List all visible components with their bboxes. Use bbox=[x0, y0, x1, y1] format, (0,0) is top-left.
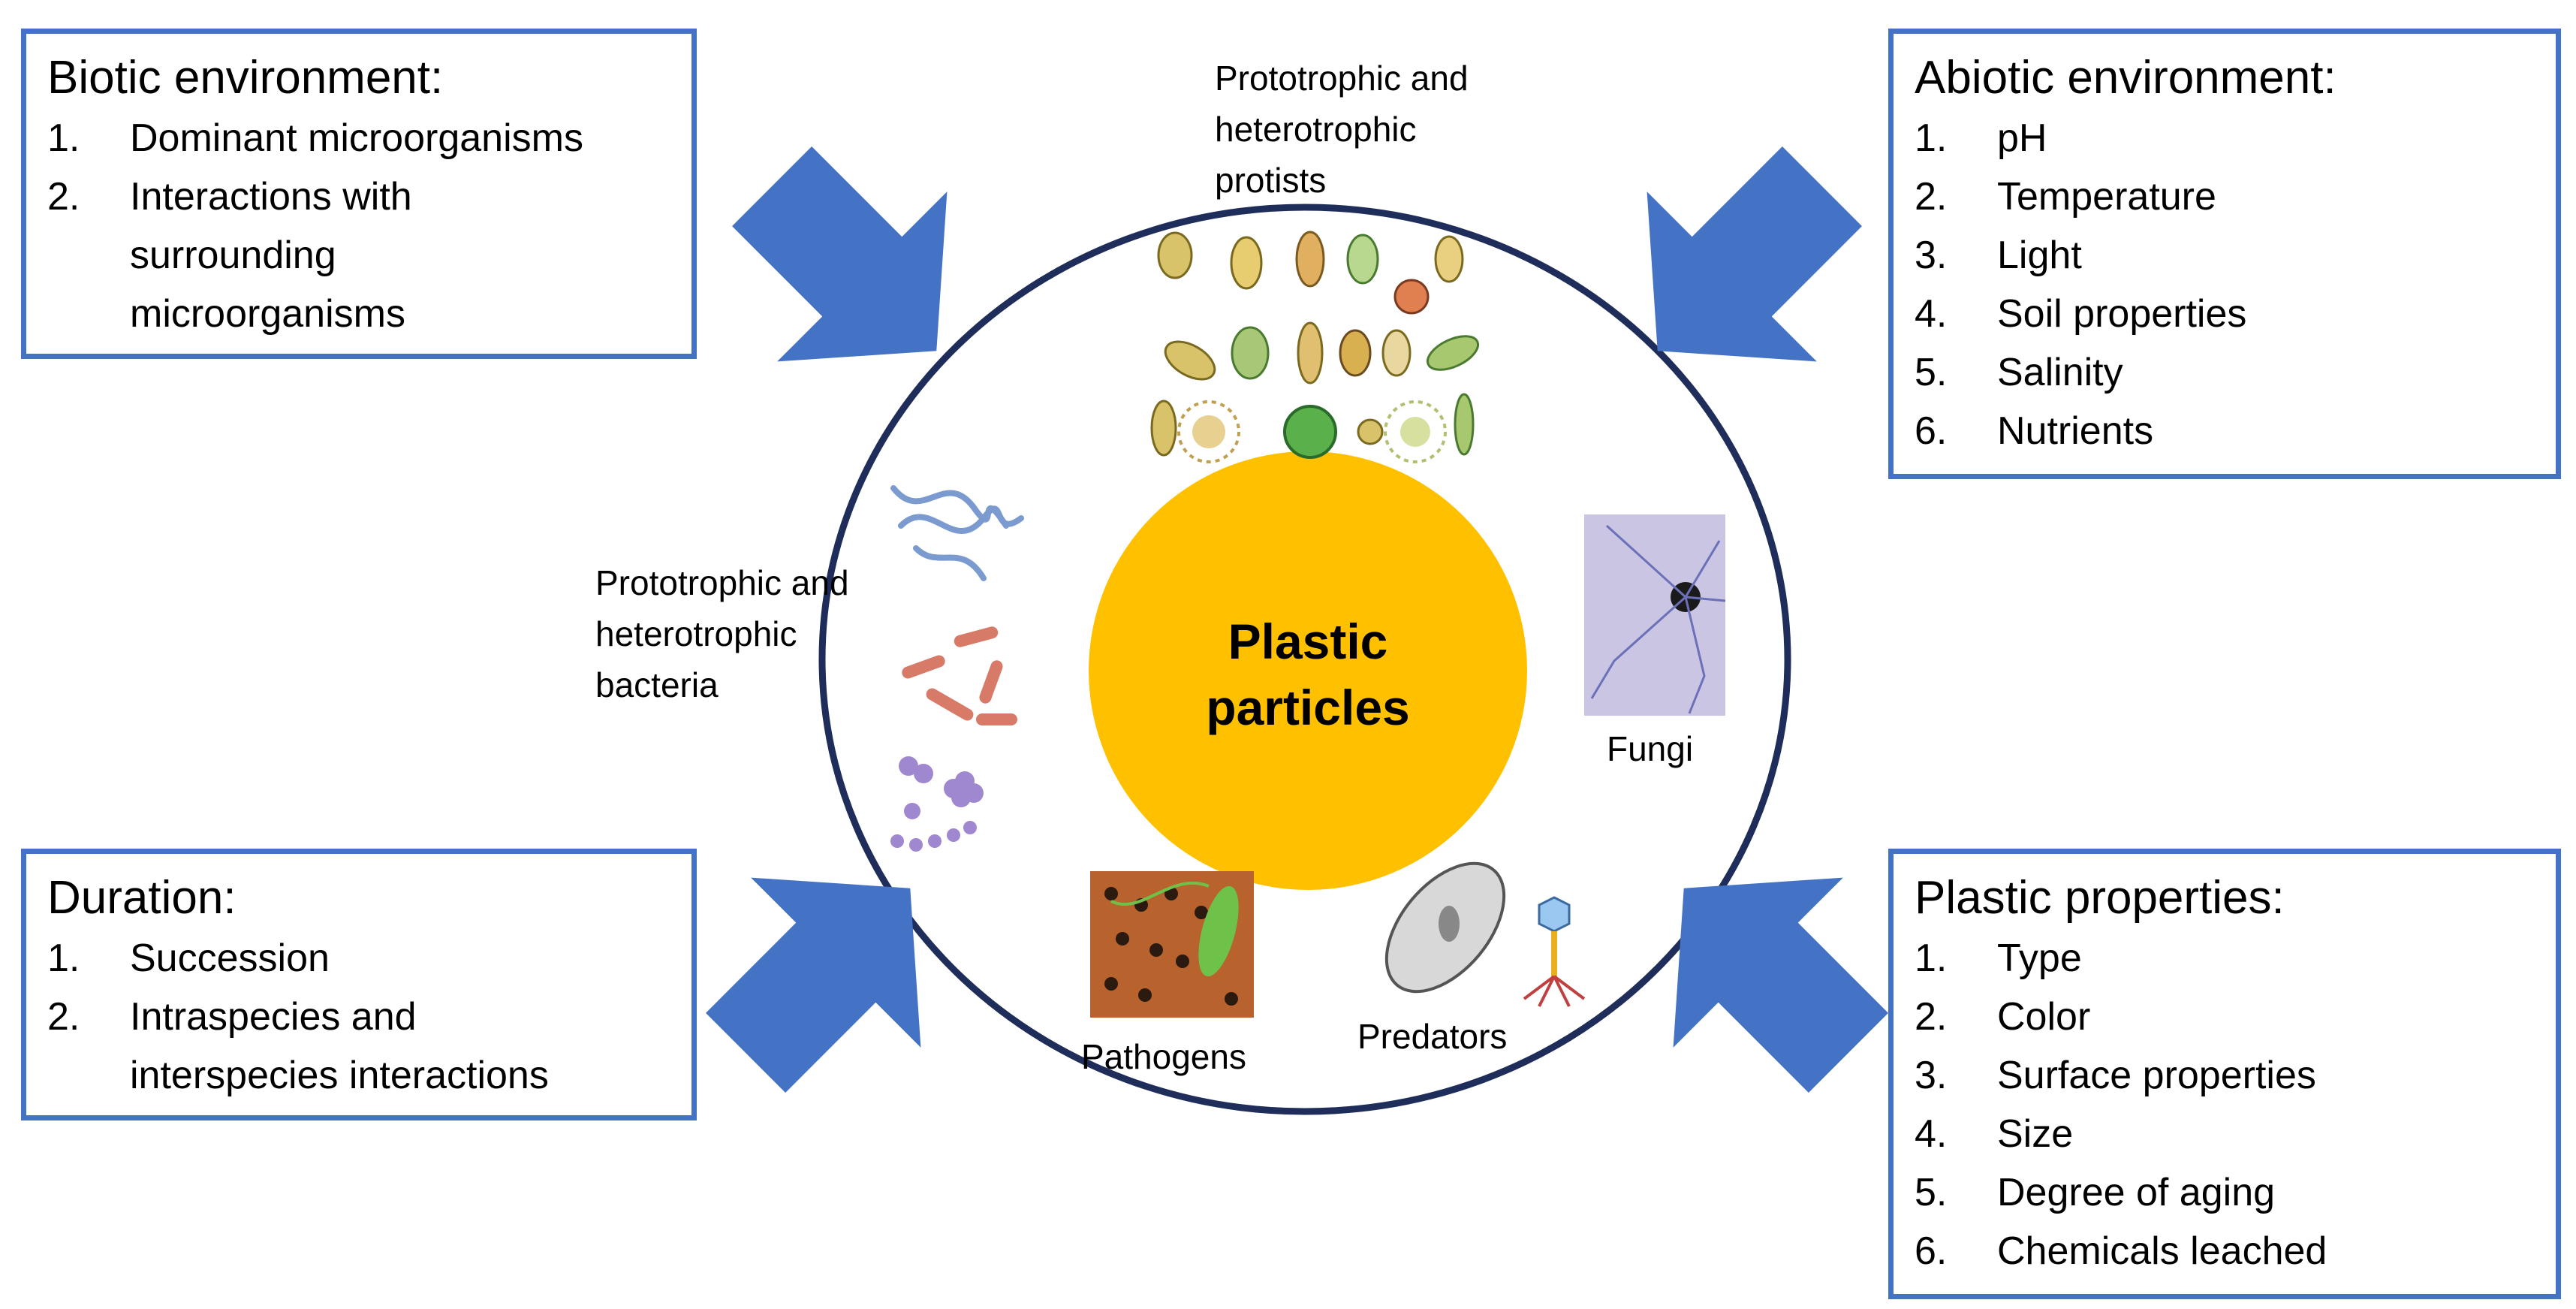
biotic-environment-box: Biotic environment: 1. Dominant microorga… bbox=[21, 29, 697, 359]
arrow-duration bbox=[706, 877, 921, 1093]
item-number: 1. bbox=[1915, 937, 1948, 980]
plastic-properties-box: Plastic properties: 1. Type 2. Color 3. Sur… bbox=[1888, 849, 2561, 1299]
item-text: Nutrients bbox=[1997, 409, 2154, 453]
item-text: Surface properties bbox=[1997, 1054, 2316, 1097]
protists-label: Prototrophic and heterotrophic protists bbox=[1215, 59, 1469, 200]
item-number: 6. bbox=[1915, 409, 1948, 453]
list-item: 4. Soil properties bbox=[1915, 285, 2535, 343]
item-text: Salinity bbox=[1997, 351, 2123, 394]
plastic-properties-title: Plastic properties: bbox=[1915, 872, 2285, 924]
predators-illustration bbox=[1384, 861, 1586, 1007]
duration-list: 1. Succession 2. Intraspecies and interspe… bbox=[47, 929, 670, 1105]
item-text: Degree of aging bbox=[1997, 1171, 2276, 1214]
duration-title: Duration: bbox=[47, 872, 237, 924]
plastic-particle-core bbox=[1089, 451, 1527, 890]
list-item: 2. Intraspecies and interspecies interact… bbox=[47, 988, 670, 1105]
protists-illustration bbox=[1150, 231, 1480, 463]
list-item: 5. Degree of aging bbox=[1915, 1163, 2535, 1222]
item-number: 1. bbox=[47, 937, 80, 980]
item-number: 5. bbox=[1915, 1171, 1948, 1214]
item-text: Color bbox=[1997, 995, 2091, 1039]
item-text: Type bbox=[1997, 937, 2082, 980]
plastic-properties-list: 1. Type 2. Color 3. Surface properties 4. Si… bbox=[1915, 929, 2535, 1280]
abiotic-environment-box: Abiotic environment: 1. pH 2. Temperature … bbox=[1888, 29, 2561, 479]
item-text: Dominant microorganisms bbox=[130, 116, 583, 160]
fungi-illustration bbox=[1584, 514, 1726, 716]
outer-ring bbox=[818, 204, 1791, 1115]
arrow-abiotic bbox=[1647, 146, 1862, 362]
list-item: 4. Size bbox=[1915, 1105, 2535, 1163]
item-number: 1. bbox=[47, 116, 80, 160]
item-number: 1. bbox=[1915, 116, 1948, 160]
item-text: pH bbox=[1997, 116, 2047, 160]
list-item: 1. Dominant microorganisms bbox=[47, 109, 670, 167]
arrow-plastic-properties bbox=[1673, 877, 1888, 1093]
item-number: 3. bbox=[1915, 234, 1948, 277]
item-text: Temperature bbox=[1997, 175, 2216, 219]
item-number: 4. bbox=[1915, 1112, 1948, 1156]
item-text: Interactions with surrounding microorgan… bbox=[130, 175, 412, 336]
item-text: Succession bbox=[130, 937, 330, 980]
biotic-environment-title: Biotic environment: bbox=[47, 52, 444, 104]
bacteria-illustration bbox=[890, 485, 1024, 852]
list-item: 1. Type bbox=[1915, 929, 2535, 988]
plastic-particles-label: Plastic particles bbox=[1206, 614, 1410, 735]
list-item: 2. Interactions with surrounding microorg… bbox=[47, 167, 670, 343]
list-item: 1. pH bbox=[1915, 109, 2535, 167]
pathogens-illustration bbox=[1090, 871, 1254, 1018]
item-number: 2. bbox=[47, 995, 80, 1039]
item-number: 5. bbox=[1915, 351, 1948, 394]
item-text: Intraspecies and interspecies interactio… bbox=[130, 995, 549, 1097]
item-number: 2. bbox=[47, 175, 80, 219]
duration-box: Duration: 1. Succession 2. Intraspecies an… bbox=[21, 849, 697, 1120]
item-number: 2. bbox=[1915, 175, 1948, 219]
item-text: Size bbox=[1997, 1112, 2074, 1156]
list-item: 6. Nutrients bbox=[1915, 402, 2535, 460]
list-item: 1. Succession bbox=[47, 929, 670, 988]
arrow-biotic bbox=[732, 146, 948, 362]
abiotic-environment-list: 1. pH 2. Temperature 3. Light 4. Soil proper… bbox=[1915, 109, 2535, 460]
list-item: 6. Chemicals leached bbox=[1915, 1222, 2535, 1280]
bacteria-label: Prototrophic and heterotrophic bacteria bbox=[595, 563, 849, 704]
item-text: Soil properties bbox=[1997, 292, 2247, 336]
fungi-label: Fungi bbox=[1607, 729, 1694, 768]
predators-label: Predators bbox=[1357, 1017, 1508, 1056]
biotic-environment-list: 1. Dominant microorganisms 2. Interactions… bbox=[47, 109, 670, 343]
list-item: 5. Salinity bbox=[1915, 343, 2535, 402]
item-text: Chemicals leached bbox=[1997, 1229, 2327, 1273]
list-item: 3. Light bbox=[1915, 226, 2535, 285]
list-item: 3. Surface properties bbox=[1915, 1046, 2535, 1105]
list-item: 2. Color bbox=[1915, 988, 2535, 1046]
item-number: 2. bbox=[1915, 995, 1948, 1039]
item-number: 6. bbox=[1915, 1229, 1948, 1273]
pathogens-label: Pathogens bbox=[1081, 1037, 1246, 1076]
abiotic-environment-title: Abiotic environment: bbox=[1915, 52, 2336, 104]
item-number: 3. bbox=[1915, 1054, 1948, 1097]
list-item: 2. Temperature bbox=[1915, 167, 2535, 226]
item-number: 4. bbox=[1915, 292, 1948, 336]
item-text: Light bbox=[1997, 234, 2082, 277]
